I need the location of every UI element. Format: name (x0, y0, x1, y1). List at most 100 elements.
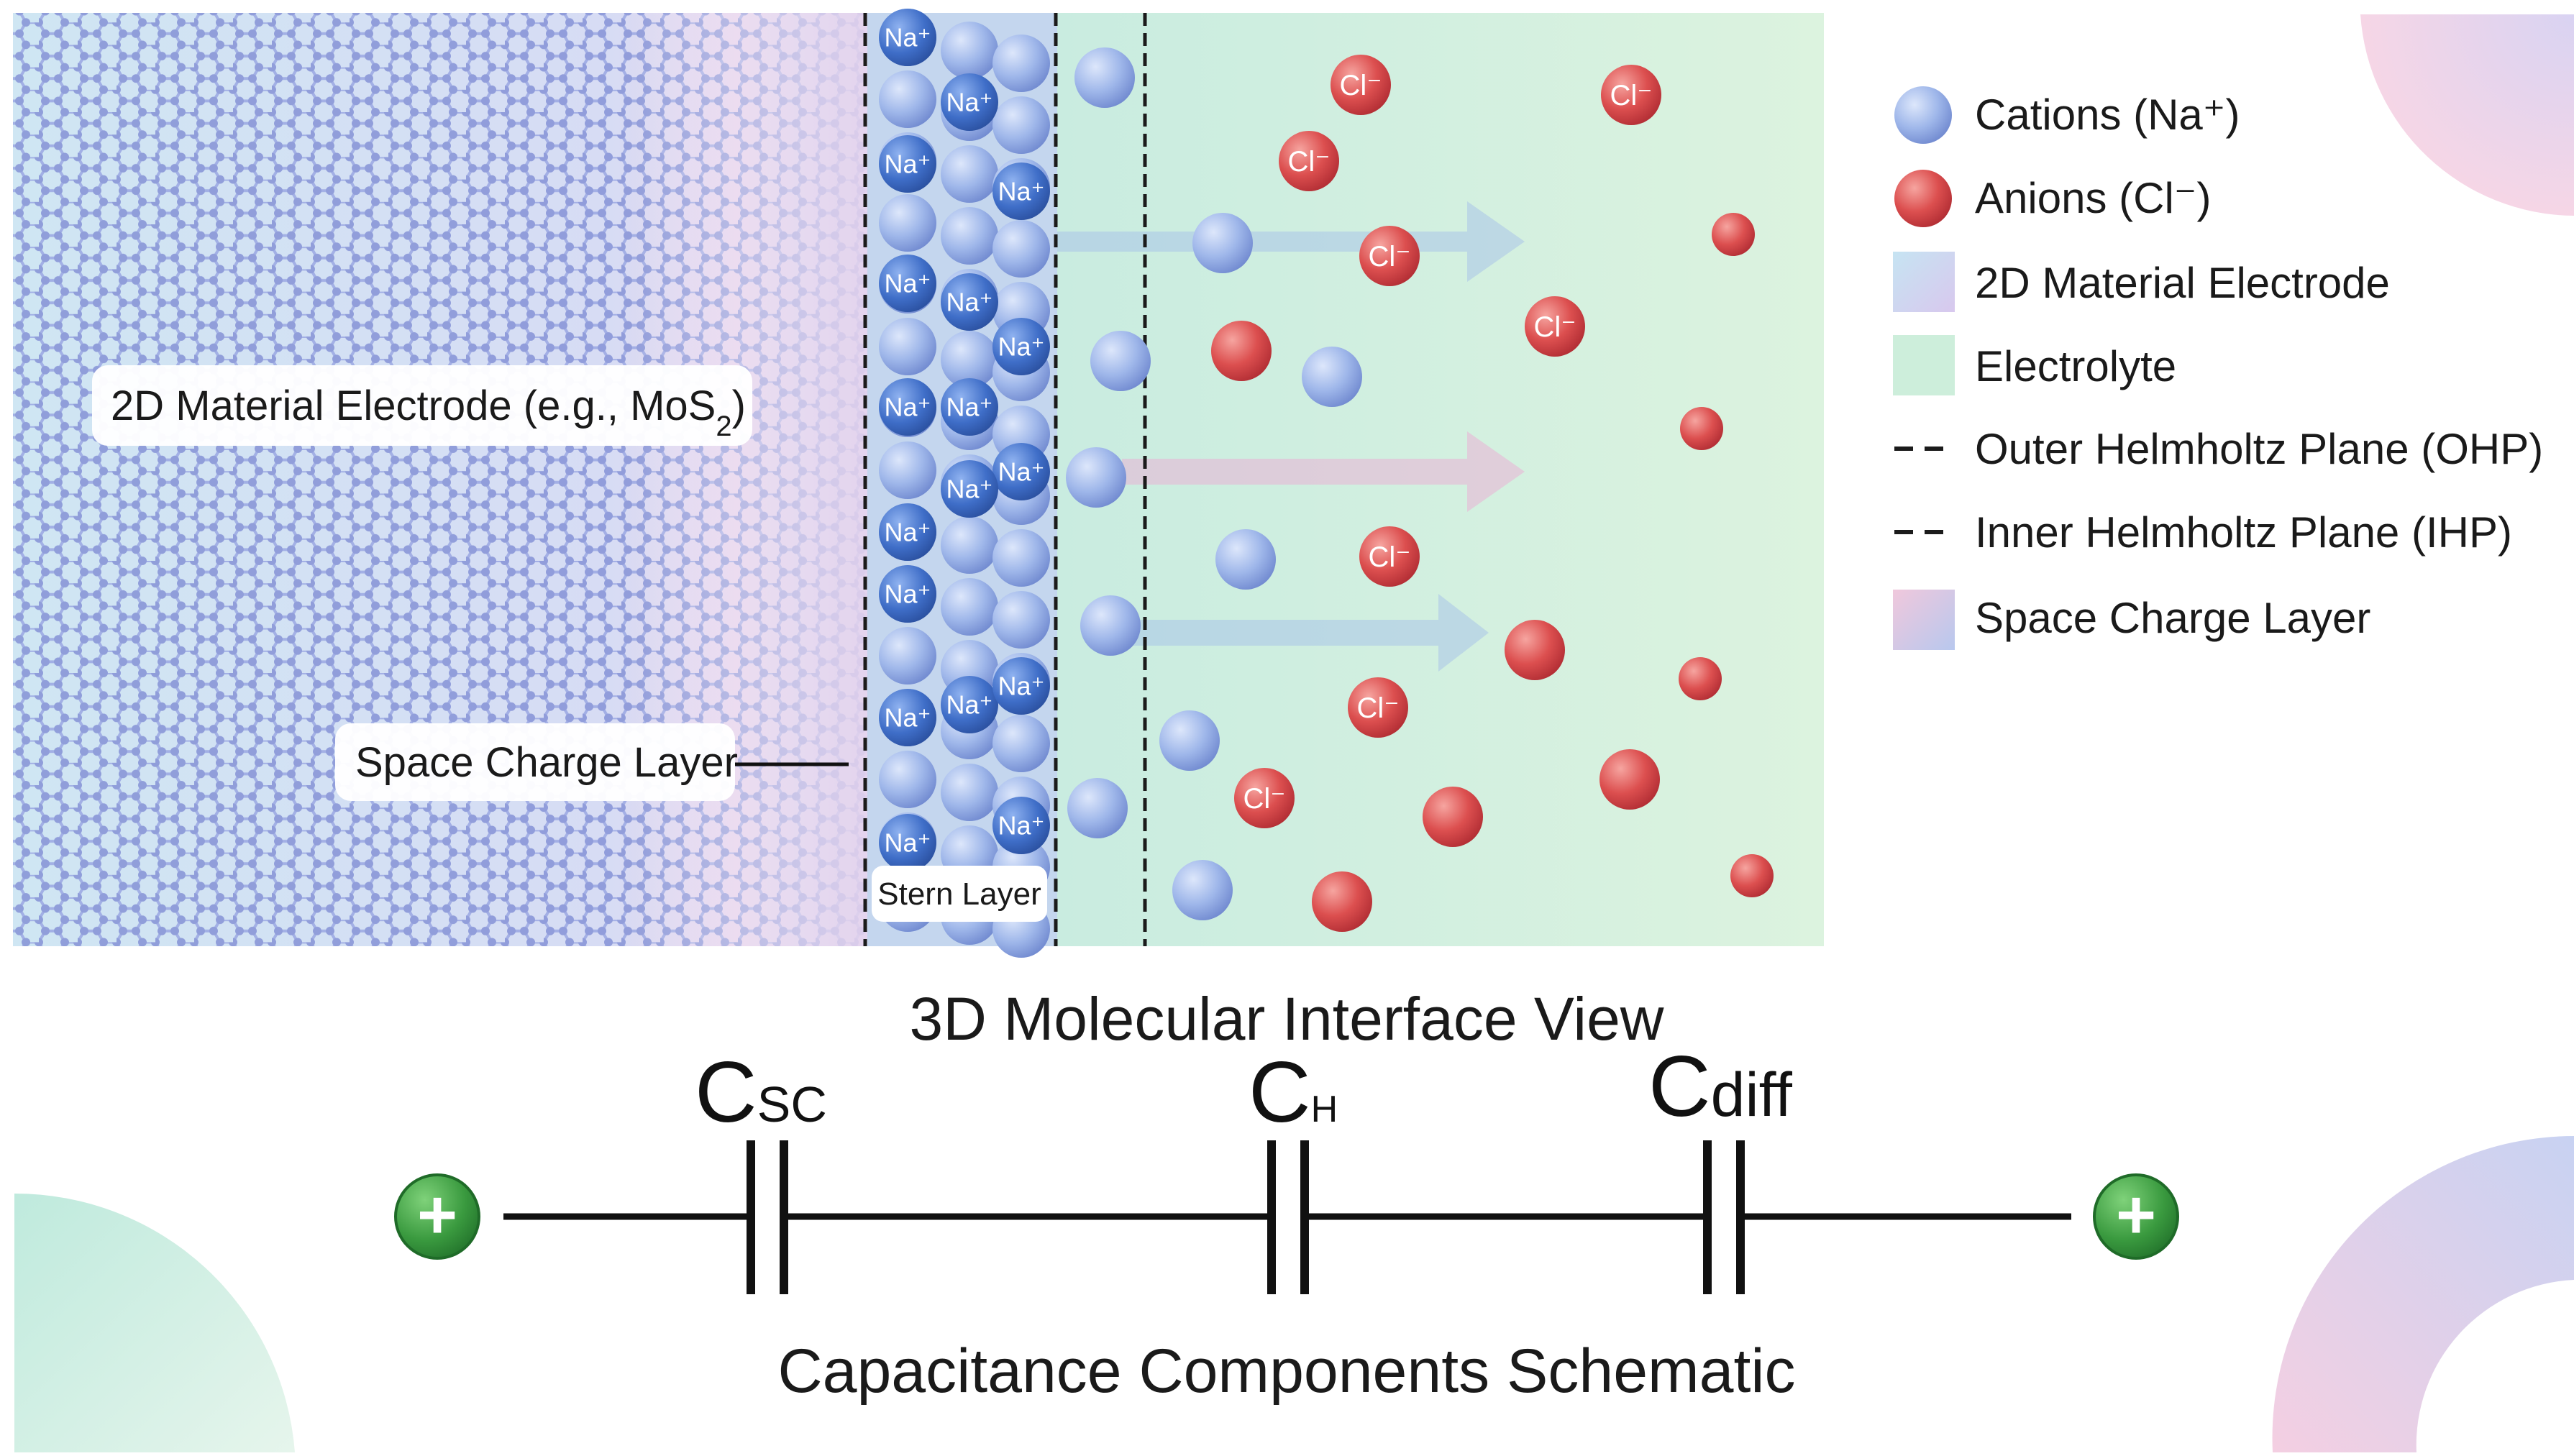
electrode-panel (13, 13, 867, 946)
cation-ion: Na⁺ (992, 657, 1050, 715)
cation-sphere (992, 162, 1050, 220)
cation-sphere (879, 503, 936, 561)
anion-ion: Cl⁻ (1331, 55, 1391, 115)
cation-ion: Na⁺ (879, 565, 936, 623)
cation-ion (1215, 529, 1276, 590)
ion-flow-arrows (1057, 201, 1525, 672)
legend-anion-swatch (1894, 170, 1952, 227)
anion-ion-label: Cl⁻ (1288, 146, 1331, 178)
cation-ion: Na⁺ (879, 814, 936, 871)
cation-ion-label: Na⁺ (946, 475, 992, 504)
cation-ion-label: Na⁺ (884, 828, 931, 858)
cation-sphere (879, 255, 936, 312)
cation-ion-label: Na⁺ (946, 393, 992, 422)
flow-arrow-3 (1122, 594, 1489, 672)
cation-ion (992, 220, 1050, 278)
cation-ion (1080, 595, 1141, 656)
cation-sphere (1080, 595, 1141, 656)
legend-electrolyte-label: Electrolyte (1975, 342, 2176, 390)
capacitor-ch: CH (1249, 1044, 1338, 1294)
space-charge-callout-box (335, 723, 735, 801)
cation-sphere (941, 764, 998, 821)
anion-sphere (1348, 677, 1408, 738)
cation-sphere (879, 318, 936, 375)
cation-sphere (1192, 213, 1253, 273)
cation-ion: Na⁺ (941, 73, 998, 131)
cation-ion-label: Na⁺ (998, 177, 1044, 206)
cation-sphere (879, 9, 936, 66)
anion-sphere (1679, 657, 1722, 700)
cation-ion: Na⁺ (992, 162, 1050, 220)
cation-ion (1192, 213, 1253, 273)
cation-sphere (941, 578, 998, 636)
legend-cations-label: Cations (Na⁺) (1975, 91, 2240, 139)
cation-sphere (992, 96, 1050, 154)
capacitor-ch-label: CH (1249, 1044, 1338, 1140)
cation-ion (879, 441, 936, 499)
anion-ion-label: Cl⁻ (1369, 541, 1411, 573)
cation-ion-label: Na⁺ (884, 703, 931, 733)
cation-ion: Na⁺ (879, 255, 936, 312)
anion-sphere (1601, 65, 1661, 125)
cation-ion (941, 331, 998, 388)
cation-ion (992, 529, 1050, 587)
cation-sphere (992, 797, 1050, 854)
flow-arrow-2 (1122, 431, 1525, 512)
anion-sphere (1423, 787, 1483, 847)
anion-sphere (1359, 226, 1420, 286)
cation-sphere (879, 627, 936, 684)
terminal-left: + (394, 1173, 480, 1260)
anion-ion: Cl⁻ (1348, 677, 1408, 738)
anion-sphere (1525, 296, 1585, 357)
cation-ion: Na⁺ (879, 689, 936, 746)
cation-ion (941, 145, 998, 203)
cation-sphere (992, 657, 1050, 715)
capacitor-csc-label: CSC (695, 1044, 827, 1140)
cation-ion-label: Na⁺ (998, 332, 1044, 362)
stern-layer-callout-text: Stern Layer (877, 876, 1041, 912)
anion-sphere (1359, 526, 1420, 587)
cation-sphere (879, 441, 936, 499)
anion-ion: Cl⁻ (1525, 296, 1585, 357)
cation-ion (1302, 347, 1362, 407)
anion-sphere (1680, 407, 1723, 450)
anion-sphere (1730, 854, 1774, 897)
anion-ion (1505, 620, 1565, 680)
cation-ion: Na⁺ (879, 378, 936, 436)
cation-sphere (941, 516, 998, 574)
anion-ion (1712, 213, 1755, 256)
terminal-right: + (2093, 1173, 2179, 1260)
cation-sphere (1090, 331, 1151, 391)
cation-sphere (941, 22, 998, 79)
decor-corner-bottom-left (14, 1193, 295, 1452)
cation-ion: Na⁺ (879, 135, 936, 193)
cation-ion-label: Na⁺ (884, 580, 931, 609)
cation-ion: Na⁺ (992, 318, 1050, 375)
decor-corner-top-right (2360, 14, 2574, 216)
cation-ion (1074, 47, 1135, 108)
cation-ion (992, 591, 1050, 649)
terminal-left-plus-icon: + (417, 1176, 457, 1253)
cation-sphere (992, 715, 1050, 772)
electrode-callout: 2D Material Electrode (e.g., MoS2) (92, 365, 752, 446)
cation-sphere (879, 689, 936, 746)
anion-ion (1680, 407, 1723, 450)
legend: Cations (Na⁺) Anions (Cl⁻) 2D Material E… (1893, 86, 2543, 650)
cation-ion (879, 751, 936, 808)
cation-ion (879, 318, 936, 375)
cation-ion (941, 578, 998, 636)
cation-ion-label: Na⁺ (884, 150, 931, 179)
electrode-callout-box (92, 365, 752, 446)
cation-ion (879, 194, 936, 252)
cation-ion (1090, 331, 1151, 391)
terminal-right-circle (2093, 1173, 2179, 1260)
anion-ion-label: Cl⁻ (1610, 80, 1653, 111)
stern-layer-callout: Stern Layer (872, 866, 1047, 922)
anion-ion (1312, 871, 1372, 932)
cation-sphere (941, 378, 998, 436)
anion-ion (1599, 749, 1660, 810)
cation-sphere (941, 145, 998, 203)
cation-ion: Na⁺ (992, 443, 1050, 500)
